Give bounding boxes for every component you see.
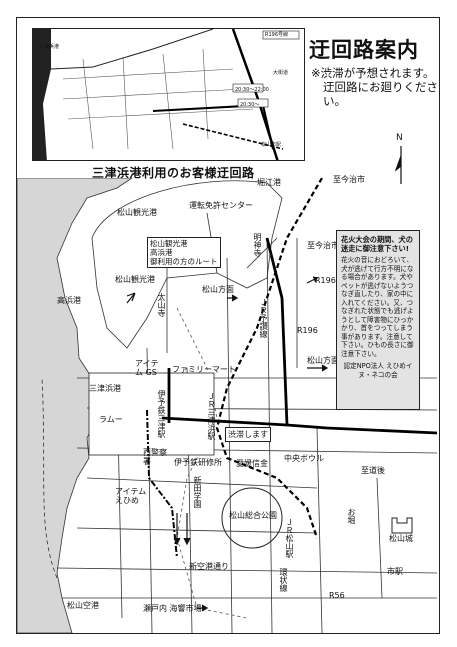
inset-map: 三津浜港 松山市駅 R196号線 大街道 20:30～22:00 20:30～ [32,28,305,161]
label-iyotetsu-center: 伊予鉄研修所 [174,458,222,467]
label-imabari: 至今治市 [333,175,365,184]
label-aitemu-gs: アイテム GS [135,359,159,377]
inset-label-port: 三津浜港 [39,44,60,50]
north-label: N [396,133,403,143]
page-title: 迂回路案内 [309,38,419,62]
north-arrow-icon [395,146,402,184]
label-kanko-port: 松山観光港 [117,208,157,217]
label-driving-center: 運転免許センター [189,201,253,210]
label-familymart: ファミリーマート [172,365,236,374]
inset-label-station: 松山市駅 [261,142,282,148]
label-horie: 堀江港 [257,178,281,187]
label-airport: 松山空港 [67,601,99,610]
inset-label-route: R196号線 [265,32,289,38]
map-frame [16,17,440,634]
label-r196-b: R196 [297,326,318,335]
label-imabari-2: 至今治市 [307,241,339,250]
route-box-line-3: 御利用の方のルート [150,257,218,266]
main-map: 至今治市 堀江港 至今治市 運転免許センター 松山観光港 松山観光港 高浜港 御… [16,175,439,634]
label-mitsuhama-port: 三津浜港 [89,384,121,393]
label-iyotetsu-mitsu: 伊予鉄三津駅 [157,390,166,438]
label-taisanji: 太山寺 [157,293,166,317]
label-takahama: 高浜港 [57,296,81,305]
main-map-drawing [16,177,438,634]
label-dogo: 至道後 [361,466,385,475]
label-chuo-bowl: 中央ボウル [284,454,324,463]
label-castle: 松山城 [389,534,413,543]
label-jr-line: ＪＲ予讃線 [259,298,268,338]
inset-label-time1: 20:30～22:00 [235,87,269,93]
route-box: 松山観光港 高浜港 御利用の方のルート [147,237,221,268]
label-sogo-park: 松山総合公園 [229,511,277,520]
pet-notice-signature: 認定NPO法人 えひめイヌ・ネコの会 [343,362,413,379]
notice-line-2: 迂回路にお廻りください。 [323,80,438,108]
route-box-line-1: 松山観光港 [150,239,188,248]
label-r56: R56 [329,591,345,600]
label-lamu: ラムー [99,415,123,424]
label-myojin: 明神寺 [253,233,262,257]
label-kanjo: 環状線 [279,568,288,592]
label-shinkuko: 新空港通り [189,562,229,571]
label-jr-mitsuhama: ＪＲ三津浜駅 [207,392,216,440]
label-ohori: お堀 [347,508,356,524]
label-kanko-port-2: 松山観光港 [115,275,155,284]
label-shieki: 市駅 [387,567,403,576]
label-jr-matsuyama: ＪＲ松山駅 [285,518,294,558]
inset-map-drawing [33,29,300,160]
label-aiko: 愛媛信金 [236,459,268,468]
pet-notice-body: 花火の音におどろいて、犬が逃げて行方不明になる場合があります。犬やペットが逃げな… [341,256,414,358]
traffic-notice: ※渋滞が予想されます。 迂回路にお廻りください。 [311,66,439,108]
map-caption: 三津浜港利用のお客様迂回路 [92,166,255,180]
label-aitemu-ehime: アイテム えひめ [115,487,147,505]
label-shintakada: 新田学園 [193,476,202,508]
jam-box: 渋滞します [225,427,271,442]
pet-notice-box: 花火大会の期間、犬の迷走に御注意下さい! 花火の音におどろいて、犬が逃げて行方不… [336,230,420,410]
label-nishi-police: 西警察署 [143,448,167,466]
label-seto: 瀬戸内 海響市場 [143,604,202,613]
inset-label-okaido: 大街道 [273,70,289,76]
pet-notice-heading: 花火大会の期間、犬の迷走に御注意下さい! [341,235,413,253]
label-matsuyama-dir: 松山方面 [202,285,234,294]
inset-label-time2: 20:30～ [240,102,260,108]
route-box-line-2: 高浜港 [150,248,173,257]
notice-line-1: ※渋滞が予想されます。 [311,66,435,80]
label-r196: R196 [315,276,336,285]
label-matsuyama-dir-2: 松山方面 [307,356,339,365]
